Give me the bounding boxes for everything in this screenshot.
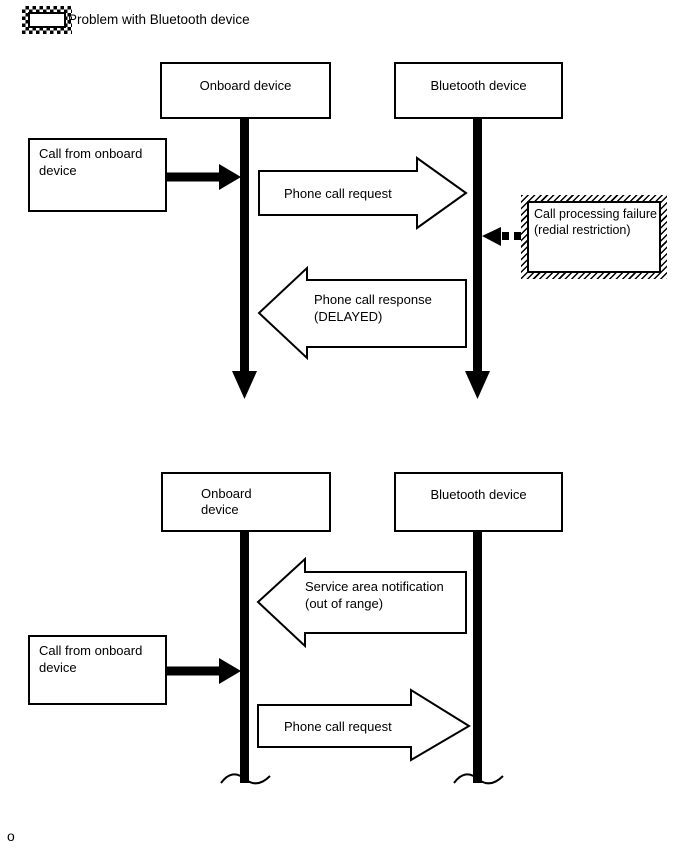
legend-label: Problem with Bluetooth device (68, 12, 250, 27)
call-box-line2: device (39, 660, 77, 675)
response-line2: (DELAYED) (314, 309, 383, 324)
onboard-device-box-upper: Onboard device (160, 62, 331, 119)
lifeline-bluetooth-lower (453, 531, 504, 785)
lifeline-onboard-upper (232, 119, 257, 399)
service-block-arrow (256, 556, 467, 649)
call-box-line2: device (39, 163, 77, 178)
phone-call-response-label: Phone call response (DELAYED) (314, 291, 432, 325)
lifeline-onboard-lower (220, 531, 271, 785)
arrowhead-icon (482, 227, 501, 246)
onboard-device-box-lower: Onboard device (161, 472, 331, 532)
onboard-line2: device (201, 502, 239, 517)
bluetooth-device-label: Bluetooth device (430, 486, 527, 502)
service-line2: (out of range) (305, 596, 384, 611)
failure-line1: Call processing failure (534, 207, 657, 221)
arrowhead-icon (219, 658, 241, 684)
failure-line2: (redial restriction) (534, 223, 631, 237)
call-from-onboard-box-lower: Call from onboard device (28, 635, 167, 705)
problem-box-icon-inner (28, 12, 66, 28)
phone-call-request-label-lower: Phone call request (284, 719, 392, 734)
page-marker: o (7, 828, 15, 844)
service-line1: Service area notification (305, 579, 444, 594)
phone-call-request-label-upper: Phone call request (284, 186, 392, 201)
call-processing-failure-box: Call processing failure (redial restrict… (521, 195, 667, 279)
bluetooth-device-box-upper: Bluetooth device (394, 62, 563, 119)
break-wave-icon (453, 773, 504, 785)
lifeline-arrowhead-icon (232, 371, 257, 399)
service-area-notification-label: Service area notification (out of range) (305, 578, 444, 612)
call-processing-failure-box-inner: Call processing failure (redial restrict… (527, 201, 661, 273)
call-box-line1: Call from onboard (39, 643, 143, 658)
call-arrow-lower (167, 658, 241, 684)
call-from-onboard-box-upper: Call from onboard device (28, 138, 167, 212)
response-line1: Phone call response (314, 292, 432, 307)
request-block-arrow-upper (258, 156, 468, 230)
failure-dashed-arrow (482, 227, 521, 246)
lifeline-bluetooth-upper (465, 119, 490, 399)
bluetooth-device-box-lower: Bluetooth device (394, 472, 563, 532)
break-wave-icon (220, 773, 271, 785)
call-arrow-upper (167, 164, 241, 190)
bluetooth-device-label: Bluetooth device (430, 78, 527, 93)
onboard-device-label: Onboard device (199, 78, 292, 93)
arrowhead-icon (219, 164, 241, 190)
onboard-line1: Onboard (201, 486, 252, 501)
request-block-arrow-lower (257, 688, 471, 762)
call-box-line1: Call from onboard (39, 146, 143, 161)
response-block-arrow (257, 265, 467, 361)
lifeline-arrowhead-icon (465, 371, 490, 399)
problem-box-icon (22, 6, 72, 34)
